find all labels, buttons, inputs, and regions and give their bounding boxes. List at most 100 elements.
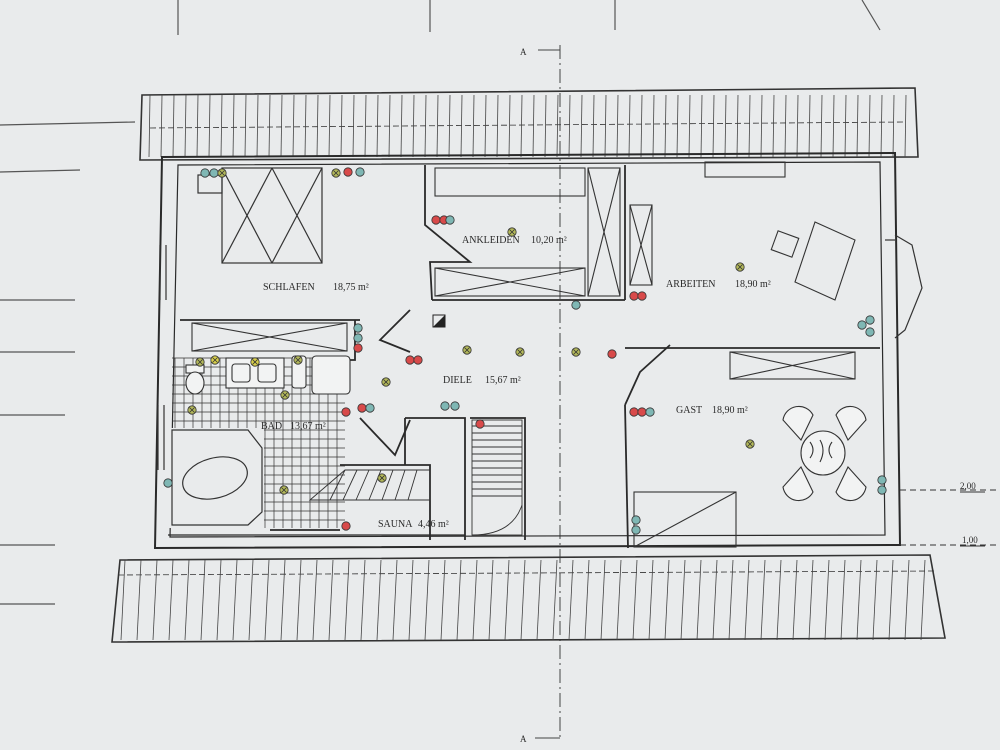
outlet-body	[629, 291, 639, 301]
dimension-lines	[900, 489, 1000, 546]
outlet-cross	[197, 359, 203, 365]
roof-rib	[676, 94, 679, 158]
roof-rib	[792, 559, 798, 641]
electrical-outlet	[353, 333, 363, 343]
roof-rib	[536, 559, 542, 641]
roof-rib	[832, 94, 835, 158]
roof-rib	[776, 559, 782, 641]
outlet-body	[341, 521, 351, 531]
roof-rib	[280, 559, 286, 641]
electrical-outlet	[355, 167, 365, 177]
roof-rib	[508, 94, 511, 158]
tile-mask-bathtub	[168, 428, 264, 528]
electrical-outlet	[200, 168, 210, 178]
roof-rib	[184, 94, 187, 158]
room-area-schlafen: 18,75 m²	[333, 282, 369, 293]
roof-rib	[904, 94, 907, 158]
outlet-body	[163, 478, 173, 488]
electrical-outlet	[475, 419, 485, 429]
roof-eave-bottom	[111, 554, 946, 643]
outlet-body	[353, 343, 363, 353]
outlet-cross	[383, 379, 389, 385]
roof-rib	[580, 94, 583, 158]
outlet-cross	[333, 170, 339, 176]
electrical-outlet	[341, 521, 351, 531]
roof-rib	[680, 559, 686, 641]
roof-rib	[552, 559, 558, 641]
roof-rib	[264, 559, 270, 641]
electrical-outlet	[365, 403, 375, 413]
room-area-ankleiden: 10,20 m²	[531, 235, 567, 246]
outlet-body	[353, 333, 363, 343]
roof-rib	[592, 94, 595, 158]
roof-rib	[872, 559, 878, 641]
electrical-outlet	[445, 215, 455, 225]
roof-rib	[316, 94, 319, 158]
outlet-body	[629, 407, 639, 417]
wardrobe-schlafen	[191, 322, 348, 352]
electrical-outlet	[645, 407, 655, 417]
roof-rib	[568, 559, 574, 641]
room-label-schlafen: SCHLAFEN 18,75 m²	[263, 282, 369, 293]
electrical-outlet	[279, 485, 289, 495]
electrical-outlet	[280, 390, 290, 400]
roof-rib	[208, 94, 211, 158]
outlet-cross	[737, 264, 743, 270]
outlet-body	[877, 475, 887, 485]
electrical-outlet	[353, 343, 363, 353]
roof-rib	[808, 94, 811, 158]
margin-lines-top	[177, 0, 881, 35]
roof-rib	[496, 94, 499, 158]
outlet-body	[355, 167, 365, 177]
roof-rib	[328, 94, 331, 158]
roof-rib	[408, 559, 414, 641]
roof-rib	[904, 559, 910, 641]
electrical-outlet	[515, 347, 525, 357]
outlet-body	[637, 407, 647, 417]
wardrobe-gast	[729, 351, 856, 380]
room-name-arbeiten: ARBEITEN	[666, 279, 715, 290]
roof-rib	[248, 559, 254, 641]
outlet-body	[341, 407, 351, 417]
staircase-sauna	[308, 469, 431, 501]
electrical-outlet	[507, 227, 517, 237]
outlet-body	[631, 515, 641, 525]
room-name-ankleiden: ANKLEIDEN	[462, 235, 520, 246]
roof-rib	[312, 559, 318, 641]
room-name-gast: GAST	[676, 405, 702, 416]
roof-rib	[604, 94, 607, 158]
roof-rib	[472, 559, 478, 641]
electrical-outlet	[629, 291, 639, 301]
roof-rib	[820, 94, 823, 158]
bay-window	[885, 234, 923, 339]
roof-rib	[424, 94, 427, 158]
section-marker-bottom: A	[520, 734, 527, 744]
outlet-body	[607, 349, 617, 359]
electrical-outlet	[450, 401, 460, 411]
stair-step	[381, 469, 394, 501]
roof-rib	[772, 94, 775, 158]
room-label-arbeiten: ARBEITEN 18,90 m²	[666, 279, 771, 290]
roof-rib	[796, 94, 799, 158]
roof-rib	[568, 94, 571, 158]
roof-rib	[736, 94, 739, 158]
roof-rib	[728, 559, 734, 641]
roof-rib	[488, 559, 494, 641]
electrical-outlet	[607, 349, 617, 359]
outlet-body	[445, 215, 455, 225]
roof-rib	[296, 559, 302, 641]
electrical-outlet	[163, 478, 173, 488]
roof-rib	[340, 94, 343, 158]
outlet-cross	[189, 407, 195, 413]
shower	[311, 355, 351, 395]
roof-rib	[436, 94, 439, 158]
electrical-outlet	[210, 355, 220, 365]
electrical-outlet	[631, 525, 641, 535]
roof-rib	[760, 559, 766, 641]
staircase-main	[471, 419, 523, 536]
roof-rib	[376, 559, 382, 641]
outlet-body	[857, 320, 867, 330]
roof-rib	[232, 94, 235, 158]
roof-rib	[664, 559, 670, 641]
roof-rib	[664, 94, 667, 158]
